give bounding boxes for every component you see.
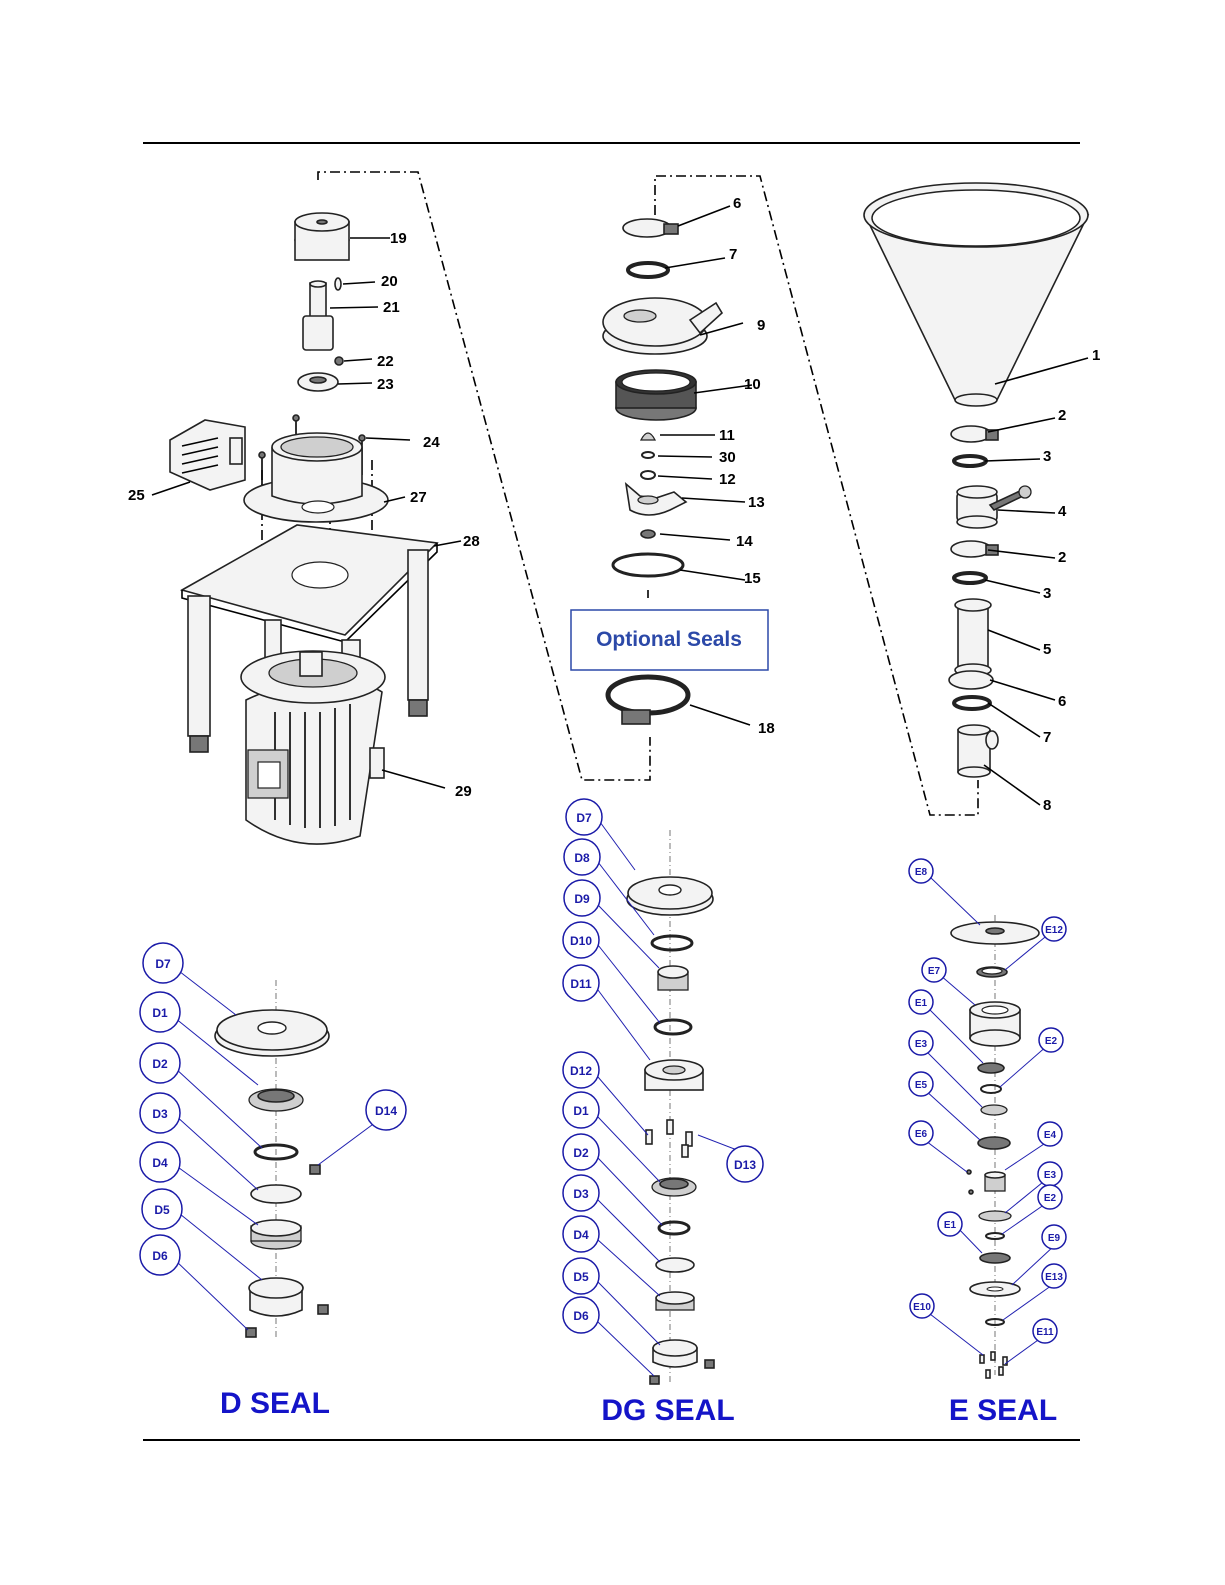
part-4-valve bbox=[957, 486, 1031, 528]
dg-seal-label-d2: D2 bbox=[573, 1146, 589, 1160]
d-seal-assembly: D7 D1 D2 D3 D4 D5 D6 D14 D SEAL bbox=[140, 943, 406, 1420]
dg-seal-label-d9: D9 bbox=[574, 892, 590, 906]
dg-seal-label-d13: D13 bbox=[734, 1158, 756, 1172]
part-num-23: 23 bbox=[377, 376, 394, 393]
part-num-4: 4 bbox=[1058, 503, 1067, 520]
part-10-screen bbox=[616, 370, 696, 420]
part-num-3b: 3 bbox=[1043, 585, 1051, 602]
part-21-shaft bbox=[303, 281, 333, 350]
part-num-14: 14 bbox=[736, 533, 753, 550]
part-num-27: 27 bbox=[410, 489, 427, 506]
part-num-30: 30 bbox=[719, 449, 736, 466]
dg-seal-title: DG SEAL bbox=[601, 1394, 734, 1427]
part-num-20: 20 bbox=[381, 273, 398, 290]
e-seal-label-e5: E5 bbox=[915, 1080, 928, 1091]
e-seal-label-e10: E10 bbox=[913, 1302, 931, 1313]
e-seal-assembly: E8 E12 E7 E1 E2 E3 E5 E4 E6 E3 E2 E1 E9 … bbox=[909, 859, 1066, 1427]
e-seal-label-e2a: E2 bbox=[1045, 1036, 1058, 1047]
dg-seal-label-d1: D1 bbox=[573, 1104, 589, 1118]
part-num-24: 24 bbox=[423, 434, 440, 451]
dg-seal-label-d10: D10 bbox=[570, 934, 592, 948]
dg-seal-label-d4: D4 bbox=[573, 1228, 589, 1242]
part-num-19: 19 bbox=[390, 230, 407, 247]
part-num-2a: 2 bbox=[1058, 407, 1066, 424]
part-num-21: 21 bbox=[383, 299, 400, 316]
e-seal-label-e3a: E3 bbox=[915, 1039, 928, 1050]
e-seal-label-e1b: E1 bbox=[944, 1220, 957, 1231]
part-27-mount-plate bbox=[244, 433, 388, 522]
e-seal-label-e8: E8 bbox=[915, 867, 928, 878]
dg-seal-label-d7: D7 bbox=[576, 811, 592, 825]
part-5-spool bbox=[955, 599, 991, 676]
part-num-11: 11 bbox=[719, 427, 735, 444]
part-18-clamp bbox=[608, 677, 688, 724]
dg-seal-label-d12: D12 bbox=[570, 1064, 592, 1078]
part-num-13: 13 bbox=[748, 494, 765, 511]
e-seal-label-e4: E4 bbox=[1044, 1130, 1057, 1141]
part-num-9: 9 bbox=[757, 317, 765, 334]
e-seal-title: E SEAL bbox=[949, 1394, 1057, 1427]
part-6-clamp-top bbox=[623, 219, 678, 237]
part-8-tee bbox=[958, 725, 998, 777]
part-num-7b: 7 bbox=[729, 246, 737, 263]
dg-seal-assembly: D7 D8 D9 D10 D11 D12 D1 D2 D3 D4 D5 D6 D… bbox=[563, 799, 763, 1427]
e-seal-label-e6: E6 bbox=[915, 1129, 928, 1140]
e-seal-label-e3b: E3 bbox=[1044, 1170, 1057, 1181]
e-seal-label-e7: E7 bbox=[928, 966, 941, 977]
part-num-6b: 6 bbox=[733, 195, 741, 212]
part-num-5: 5 bbox=[1043, 641, 1051, 658]
dg-seal-label-d5: D5 bbox=[573, 1270, 589, 1284]
d-seal-label-d2: D2 bbox=[152, 1057, 168, 1071]
e-seal-label-e12: E12 bbox=[1045, 925, 1063, 936]
d-seal-label-d4: D4 bbox=[152, 1156, 168, 1170]
e-seal-label-e13: E13 bbox=[1045, 1272, 1063, 1283]
pump-head-assembly: Optional Seals bbox=[571, 219, 768, 724]
part-29-motor bbox=[241, 651, 385, 844]
e-seal-label-e1a: E1 bbox=[915, 998, 928, 1009]
d-seal-label-d7: D7 bbox=[155, 957, 171, 971]
part-num-18: 18 bbox=[758, 720, 775, 737]
part-num-7a: 7 bbox=[1043, 729, 1051, 746]
dg-seal-label-d11: D11 bbox=[570, 977, 592, 991]
part-num-2b: 2 bbox=[1058, 549, 1066, 566]
part-num-1: 1 bbox=[1092, 347, 1100, 364]
d-seal-label-d14: D14 bbox=[375, 1104, 397, 1118]
optional-seals-label: Optional Seals bbox=[596, 628, 742, 651]
part-num-12: 12 bbox=[719, 471, 736, 488]
part-num-10: 10 bbox=[744, 376, 761, 393]
part-25-bracket bbox=[170, 420, 245, 490]
part-num-6a: 6 bbox=[1058, 693, 1066, 710]
part-num-29: 29 bbox=[455, 783, 472, 800]
dg-seal-label-d3: D3 bbox=[573, 1187, 589, 1201]
part-13-impeller bbox=[626, 484, 686, 515]
e-seal-label-e9: E9 bbox=[1048, 1233, 1061, 1244]
part-num-8: 8 bbox=[1043, 797, 1051, 814]
e-seal-label-e2b: E2 bbox=[1044, 1193, 1057, 1204]
e-seal-label-e11: E11 bbox=[1036, 1327, 1054, 1338]
part-num-22: 22 bbox=[377, 353, 394, 370]
part-9-casing bbox=[603, 298, 722, 354]
d-seal-title: D SEAL bbox=[220, 1387, 330, 1420]
part-num-3a: 3 bbox=[1043, 448, 1051, 465]
hopper-assembly bbox=[864, 183, 1088, 777]
d-seal-label-d1: D1 bbox=[152, 1006, 168, 1020]
d-seal-label-d3: D3 bbox=[152, 1107, 168, 1121]
d-seal-label-d5: D5 bbox=[154, 1203, 170, 1217]
part-19-cap bbox=[295, 213, 349, 260]
part-num-28: 28 bbox=[463, 533, 480, 550]
dg-seal-label-d6: D6 bbox=[573, 1309, 589, 1323]
part-num-15: 15 bbox=[744, 570, 761, 587]
part-num-25: 25 bbox=[128, 487, 145, 504]
d-seal-label-d6: D6 bbox=[152, 1249, 168, 1263]
part-1-hopper bbox=[864, 183, 1088, 406]
dg-seal-label-d8: D8 bbox=[574, 851, 590, 865]
